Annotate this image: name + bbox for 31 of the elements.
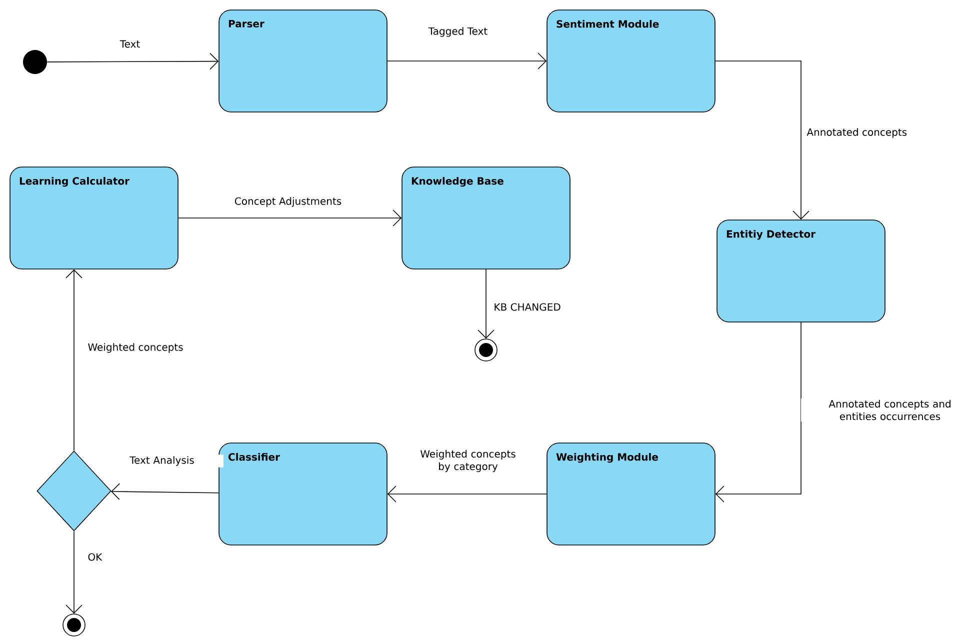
arrow (46, 52, 219, 70)
initial-state (23, 50, 47, 74)
final-state (62, 614, 86, 636)
arrow (178, 210, 402, 226)
edge-label: Annotated concepts and entities occurrences (828, 400, 950, 420)
arrow (387, 52, 547, 70)
decision-diamond (36, 450, 112, 532)
edge-label: OK (88, 553, 102, 561)
edge-label: Weighted concepts by category (420, 450, 516, 472)
state-box: Sentiment Module (546, 10, 716, 112)
state-box: Entitiy Detector (716, 220, 886, 322)
edge-label: Concept Adjustments (235, 197, 342, 207)
arrow (387, 486, 547, 502)
arrow (478, 269, 494, 339)
state-box: Weighting Module (546, 442, 716, 546)
state-box: Knowledge Base (402, 166, 570, 270)
edge-label: Annotated concepts (806, 128, 907, 138)
edge-label: KB CHANGED (494, 303, 560, 311)
edge-label: Text Analysis (130, 456, 194, 466)
state-box: Classifier (218, 442, 388, 546)
edge-label: Text (120, 40, 140, 48)
final-state (474, 338, 498, 362)
arrow (66, 530, 82, 614)
arrow (110, 483, 220, 500)
state-box: Parser (218, 10, 388, 112)
edge-label: Tagged Text (428, 27, 488, 37)
state-box: Learning Calculator (10, 166, 178, 270)
arrow (66, 269, 82, 451)
arrow (715, 322, 802, 502)
arrow (715, 60, 810, 220)
edge-label: Weighted concepts (88, 343, 183, 353)
